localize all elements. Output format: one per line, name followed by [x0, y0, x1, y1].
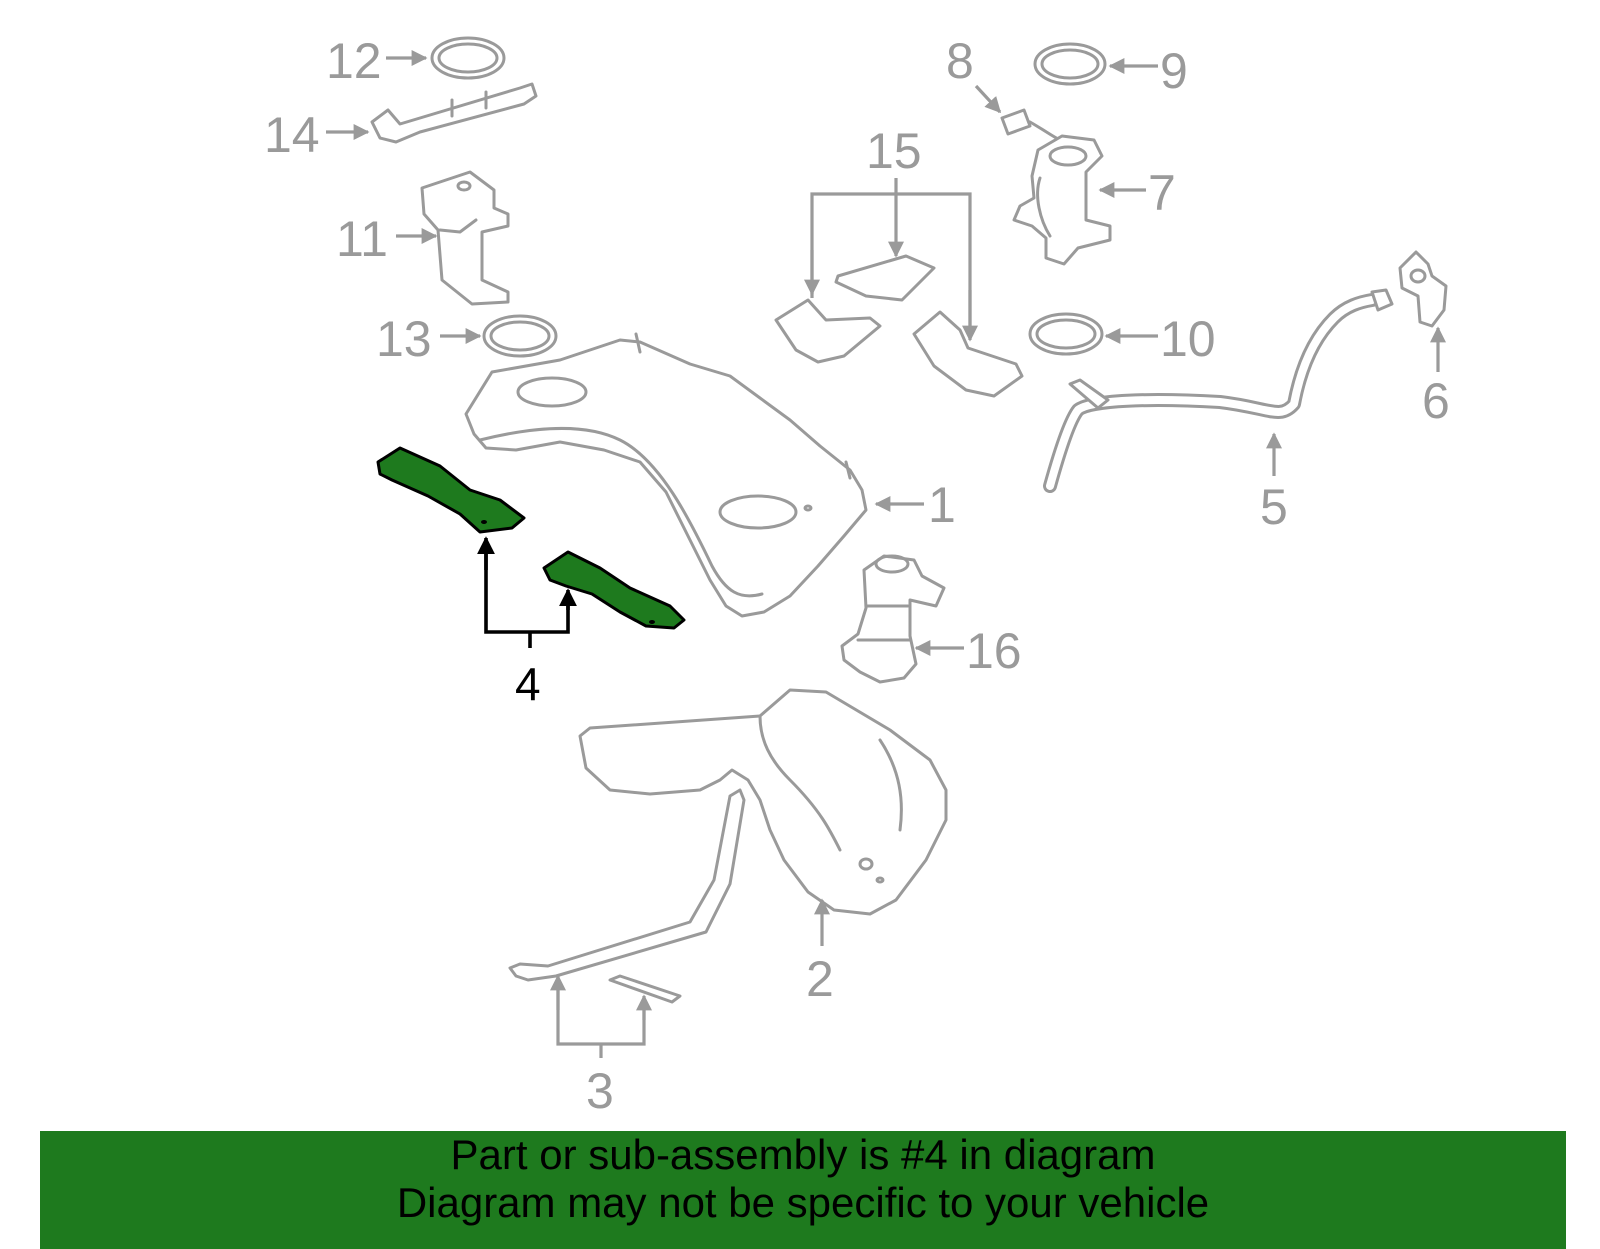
- callout-3: 3: [586, 1063, 614, 1119]
- part-7-pump: [1012, 134, 1112, 266]
- callout-15: 15: [866, 123, 922, 179]
- callout-numbers: 1 2 3 4 5 6 7 8 9 10 11 12 13 14 15 16: [264, 33, 1450, 1119]
- part-10-gasket: [1028, 312, 1104, 356]
- leader-lines: [326, 50, 1446, 1058]
- callout-9: 9: [1160, 43, 1188, 99]
- callout-1: 1: [928, 477, 956, 533]
- callout-8: 8: [946, 33, 974, 89]
- callout-2: 2: [806, 951, 834, 1007]
- part-1-fuel-tank: [464, 332, 868, 618]
- part-2-shield: [578, 688, 948, 916]
- part-16-pump: [840, 554, 946, 684]
- callout-10: 10: [1160, 311, 1216, 367]
- callout-6: 6: [1422, 373, 1450, 429]
- part-14-bracket: [370, 82, 538, 144]
- banner-line-1: Part or sub-assembly is #4 in diagram: [450, 1131, 1156, 1178]
- callout-12: 12: [326, 33, 382, 89]
- part-9-gasket: [1033, 42, 1107, 86]
- part-3-straps: [508, 788, 746, 1004]
- part-4-straps-highlighted: [376, 446, 686, 630]
- part-6-bracket: [1398, 250, 1448, 328]
- info-banner: Part or sub-assembly is #4 in diagram Di…: [40, 1131, 1566, 1249]
- callout-7: 7: [1148, 165, 1176, 221]
- callout-14: 14: [264, 107, 320, 163]
- part-8-connector: [1000, 108, 1062, 142]
- banner-line-2: Diagram may not be specific to your vehi…: [396, 1179, 1210, 1226]
- part-13-gasket: [482, 314, 558, 358]
- callout-13: 13: [376, 311, 432, 367]
- callout-16: 16: [966, 623, 1022, 679]
- part-5-hose: [1043, 288, 1394, 493]
- part-11-sender: [420, 170, 510, 306]
- part-15-shields: [774, 254, 1024, 398]
- callout-4: 4: [515, 658, 541, 710]
- callout-11: 11: [336, 211, 388, 267]
- part-12-gasket: [430, 36, 506, 80]
- leader-lines-highlighted: [477, 536, 577, 648]
- callout-5: 5: [1260, 479, 1288, 535]
